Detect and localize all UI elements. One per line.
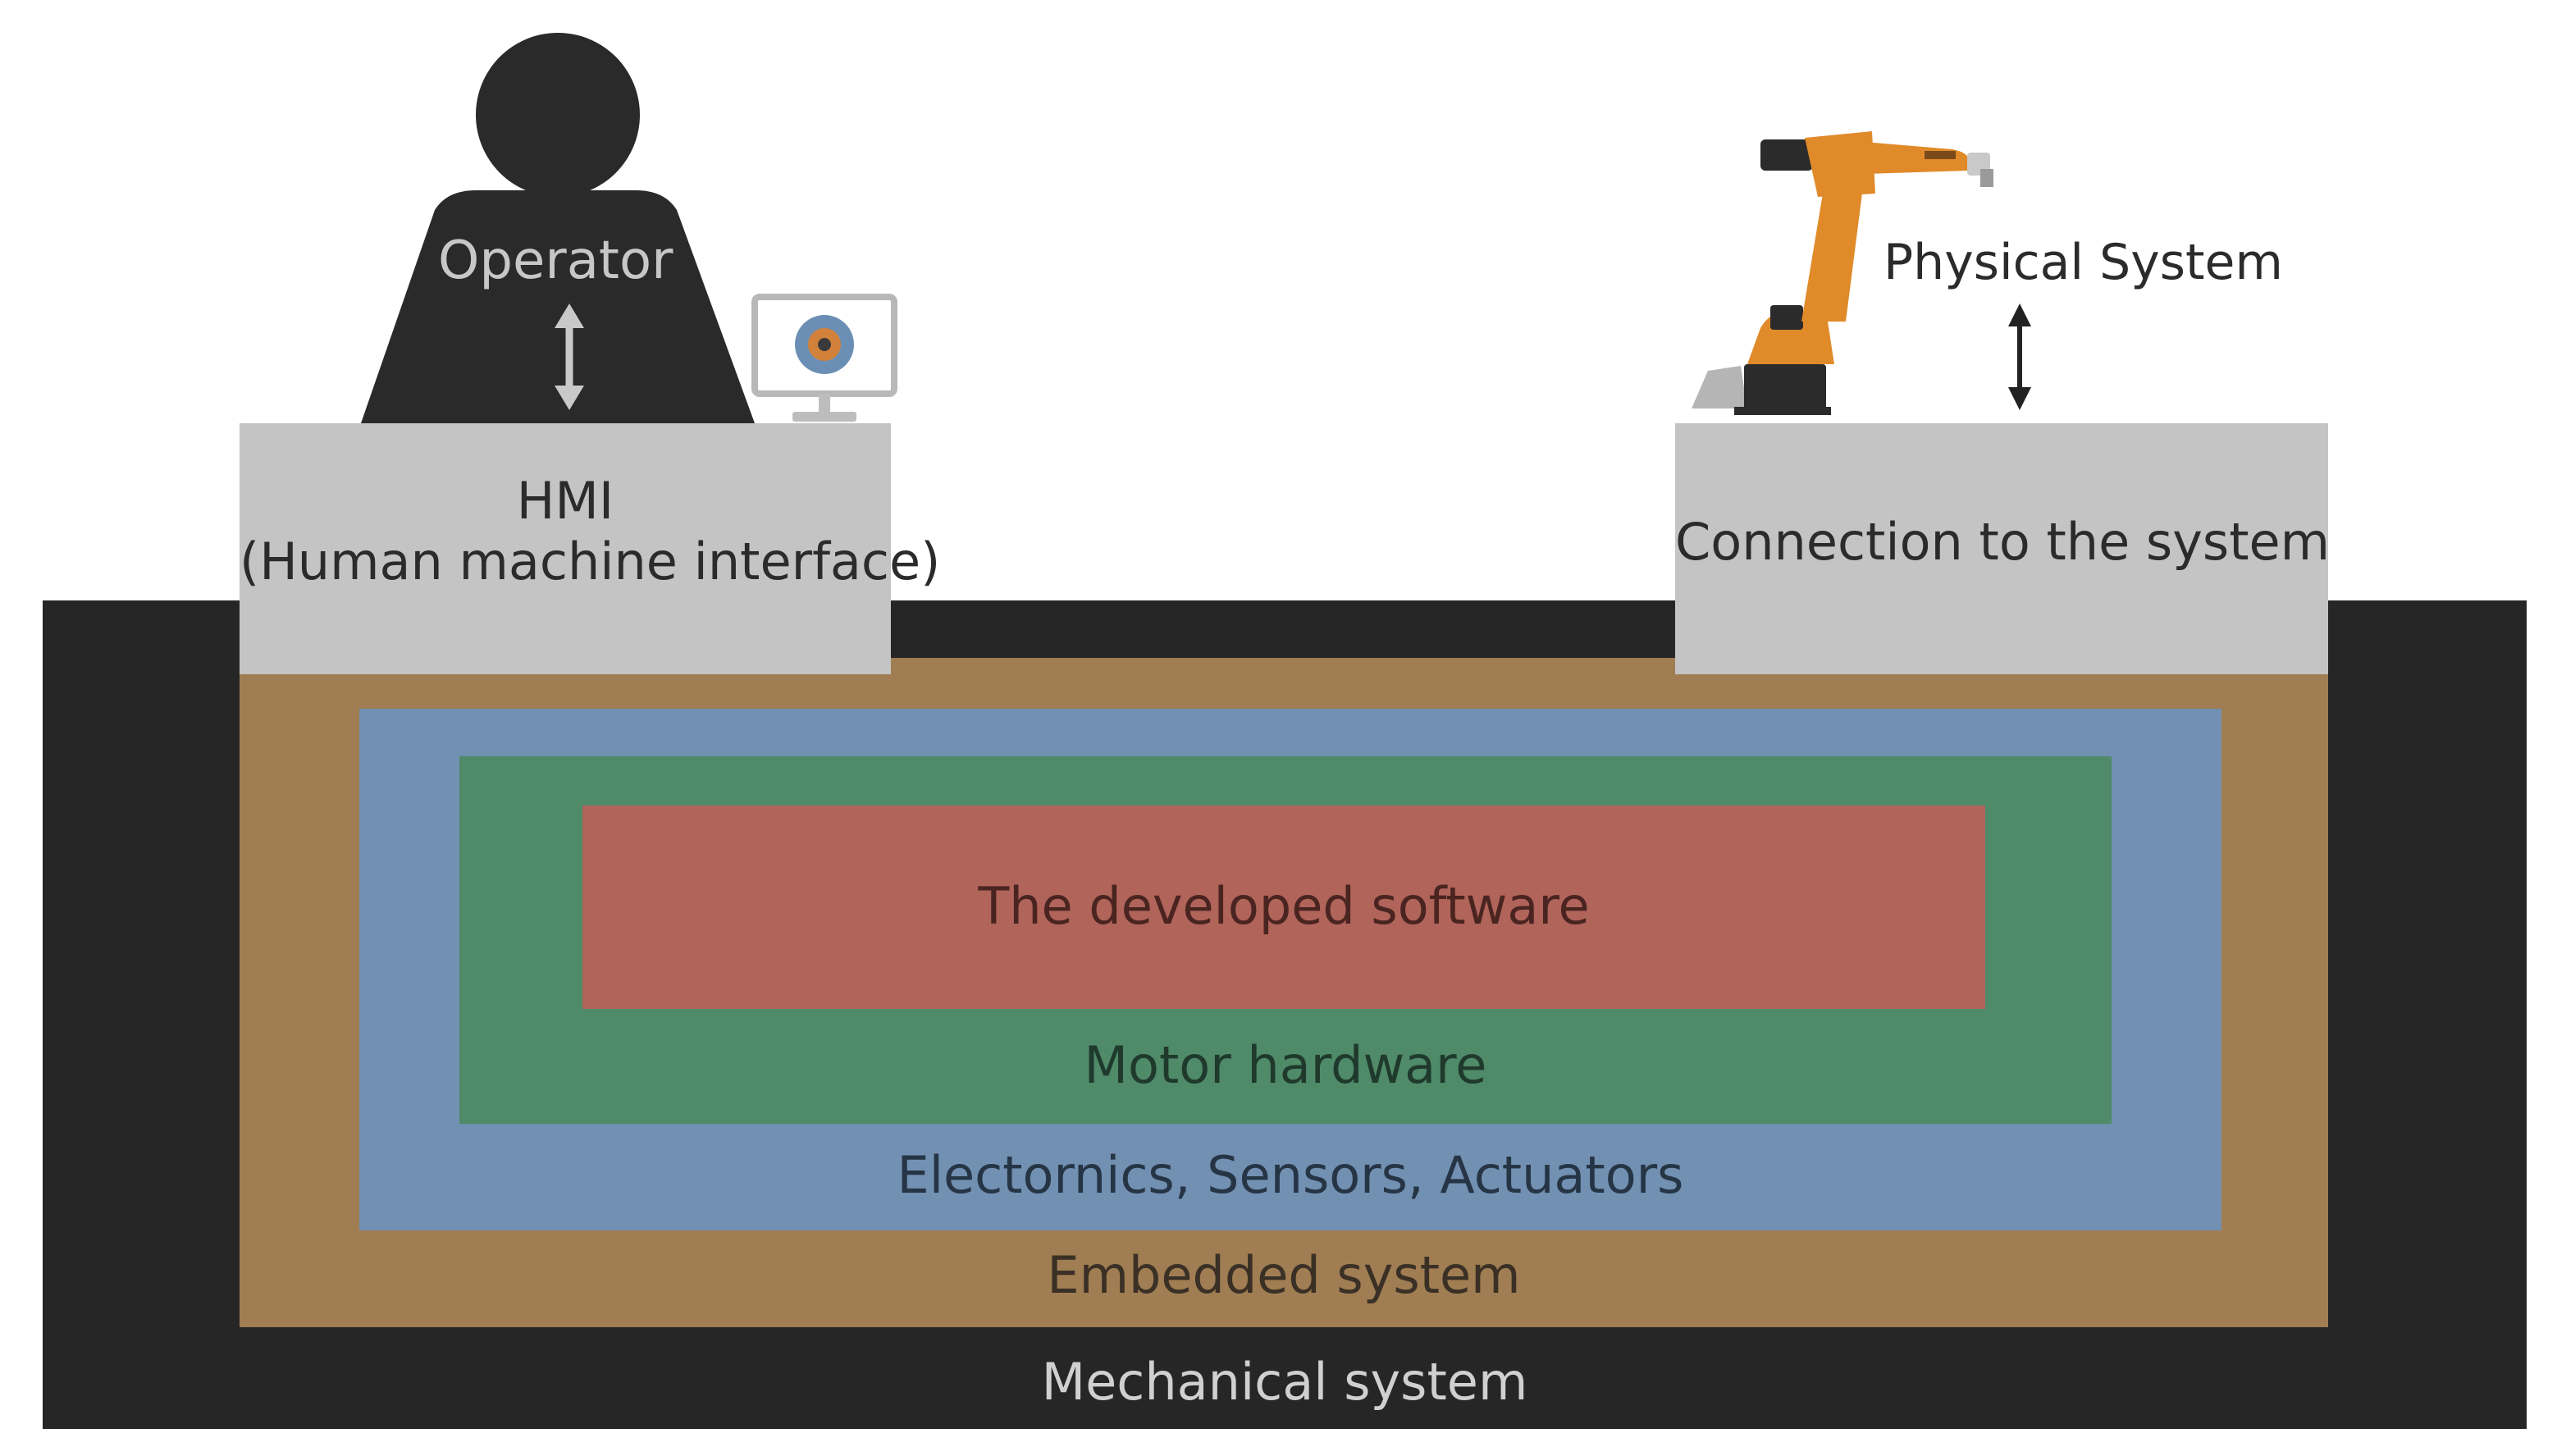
operator-icon xyxy=(361,33,755,423)
mechanical-system-label: Mechanical system xyxy=(1041,1352,1528,1412)
hmi-subtitle: (Human machine interface) xyxy=(240,532,941,591)
developed-software-layer: The developed software xyxy=(582,806,1985,1009)
developed-software-label: The developed software xyxy=(978,876,1590,936)
robot-arm-icon xyxy=(1692,131,1993,415)
physical-system-arrow-icon xyxy=(2008,304,2031,410)
hmi-title: HMI xyxy=(516,471,614,531)
connection-label: Connection to the system xyxy=(1675,512,2331,572)
operator-arrow-icon xyxy=(555,304,584,410)
monitor-icon xyxy=(751,294,897,422)
hmi-box: HMI (Human machine interface) xyxy=(240,423,941,674)
motor-hardware-label: Motor hardware xyxy=(1084,1035,1487,1095)
electronics-label: Electornics, Sensors, Actuators xyxy=(897,1145,1684,1205)
embedded-system-label: Embedded system xyxy=(1047,1245,1521,1305)
operator-label: Operator xyxy=(438,230,673,291)
physical-system-label: Physical System xyxy=(1884,234,2283,291)
connection-box: Connection to the system xyxy=(1675,423,2331,674)
